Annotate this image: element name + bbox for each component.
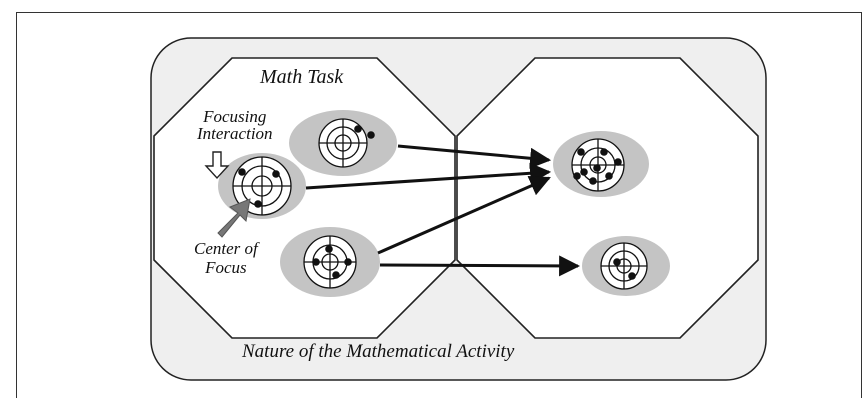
math-task-label: Math Task bbox=[260, 66, 344, 88]
target-icon-combined bbox=[571, 138, 625, 192]
target-icon-top bbox=[318, 118, 375, 168]
arrow-bottom-to-lower-right bbox=[379, 255, 581, 277]
focusing-interaction-arrow-icon bbox=[204, 151, 230, 180]
center-of-focus-label: Center of Focus bbox=[194, 239, 258, 277]
focusing-interaction-label: Focusing Interaction bbox=[197, 107, 273, 143]
target-icon-bottom bbox=[303, 235, 357, 289]
arrow-bottom-to-combined bbox=[377, 175, 551, 255]
center-of-focus-arrow-icon bbox=[217, 198, 251, 238]
figure-frame bbox=[16, 12, 862, 398]
nature-of-activity-label: Nature of the Mathematical Activity bbox=[242, 341, 515, 362]
arrow-focus-to-combined bbox=[305, 162, 552, 190]
math-task-octagon bbox=[153, 57, 456, 339]
target-icon-lower-right bbox=[600, 242, 648, 290]
arrow-top-to-combined bbox=[397, 144, 552, 169]
